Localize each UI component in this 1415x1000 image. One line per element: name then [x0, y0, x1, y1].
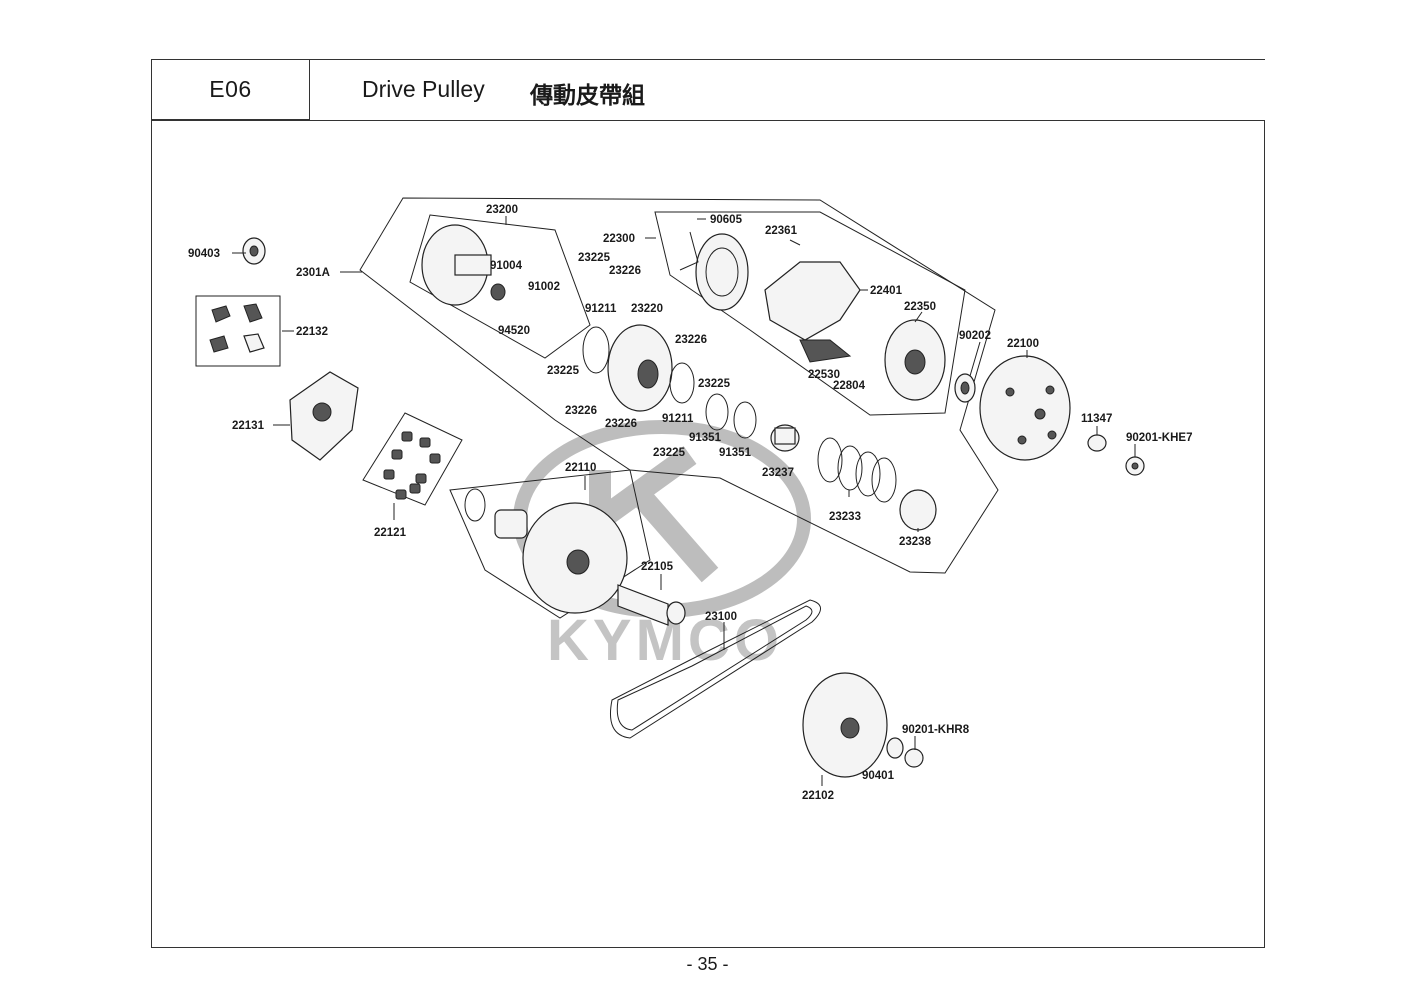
part-label-23237: 23237 [762, 467, 794, 479]
title-english: Drive Pulley [362, 76, 485, 102]
part-label-90202: 90202 [959, 330, 991, 342]
part-label-22121: 22121 [374, 527, 407, 539]
clutch-plate-22300-icon [679, 231, 749, 311]
part-label-23225-a: 23225 [578, 252, 611, 264]
part-label-22530: 22530 [808, 369, 840, 381]
collar-23237-icon [770, 424, 800, 452]
nut-90202-icon [954, 373, 976, 403]
part-label-90605: 90605 [710, 214, 743, 226]
part-label-23226-a: 23226 [609, 265, 641, 277]
part-label-90201-khe7: 90201-KHE7 [1126, 432, 1192, 444]
part-label-23226-d: 23226 [605, 418, 637, 430]
part-labels: 90403 2301A 22132 22131 22121 23200 9100… [188, 204, 1192, 802]
movable-drive-face-22110-icon [464, 488, 628, 614]
section-code: E06 [209, 76, 252, 102]
drive-face-22102-icon [802, 672, 888, 778]
washer-90401-icon [886, 737, 904, 759]
part-label-91211-a: 91211 [585, 303, 617, 315]
driven-face-23200-icon [421, 224, 506, 306]
part-label-23225-b: 23225 [698, 378, 731, 390]
part-label-91351-a: 91351 [689, 432, 722, 444]
part-label-22105: 22105 [641, 561, 674, 573]
part-label-90201-khr8: 90201-KHR8 [902, 724, 970, 736]
part-label-23220: 23220 [631, 303, 663, 315]
collar-22105-icon [617, 584, 686, 626]
o-rings-91351-icon [705, 393, 757, 439]
slide-pieces-22132-icon [209, 303, 265, 353]
part-label-90403: 90403 [188, 248, 220, 260]
section-code-cell: E06 [151, 59, 309, 120]
bush-11347-icon [1087, 434, 1107, 452]
part-label-23238: 23238 [899, 536, 932, 548]
part-label-22300: 22300 [603, 233, 635, 245]
part-label-22804: 22804 [833, 380, 866, 392]
clutch-carrier-22350-icon [884, 319, 946, 401]
nut-90201-khe7-icon [1125, 456, 1145, 476]
part-label-11347: 11347 [1081, 413, 1112, 425]
page-number: - 35 - [686, 954, 729, 974]
part-label-23226-c: 23226 [565, 405, 597, 417]
clutch-shoes-22530-icon [764, 261, 861, 363]
part-label-91351-b: 91351 [719, 447, 752, 459]
part-label-22350: 22350 [904, 301, 936, 313]
part-label-23233: 23233 [829, 511, 861, 523]
part-label-22401: 22401 [870, 285, 903, 297]
title-cell: Drive Pulley 傳動皮帶組 [309, 59, 1265, 121]
part-label-23225-c: 23225 [547, 365, 580, 377]
spring-23233-icon [817, 437, 897, 503]
weight-rollers-22121-icon [383, 431, 441, 500]
part-label-91002: 91002 [528, 281, 560, 293]
part-label-90401: 90401 [862, 770, 895, 782]
part-label-23225-d: 23225 [653, 447, 686, 459]
part-label-91004: 91004 [490, 260, 523, 272]
part-label-22110: 22110 [565, 462, 596, 474]
leader-lines [232, 216, 1136, 786]
part-label-22131: 22131 [232, 420, 265, 432]
part-label-23226-b: 23226 [675, 334, 707, 346]
clutch-outer-22100-icon [979, 355, 1071, 461]
nut-90201-khr8-icon [904, 748, 924, 768]
title-chinese: 傳動皮帶組 [530, 83, 645, 109]
part-label-22361: 22361 [765, 225, 798, 237]
part-label-22100: 22100 [1007, 338, 1039, 350]
part-label-94520: 94520 [498, 325, 530, 337]
ramp-plate-22131-icon [289, 371, 359, 461]
part-label-23200: 23200 [486, 204, 518, 216]
movable-driven-face-23220-icon [582, 324, 695, 412]
part-label-22132: 22132 [296, 326, 328, 338]
washer-90403-icon [242, 237, 266, 265]
part-label-22102: 22102 [802, 790, 834, 802]
spring-seat-23238-icon [899, 489, 937, 531]
drive-belt-23100-icon [610, 599, 821, 739]
part-label-2301a: 2301A [296, 267, 330, 279]
part-label-91211-b: 91211 [662, 413, 694, 425]
part-label-23100: 23100 [705, 611, 737, 623]
diagram-frame [151, 120, 1265, 948]
